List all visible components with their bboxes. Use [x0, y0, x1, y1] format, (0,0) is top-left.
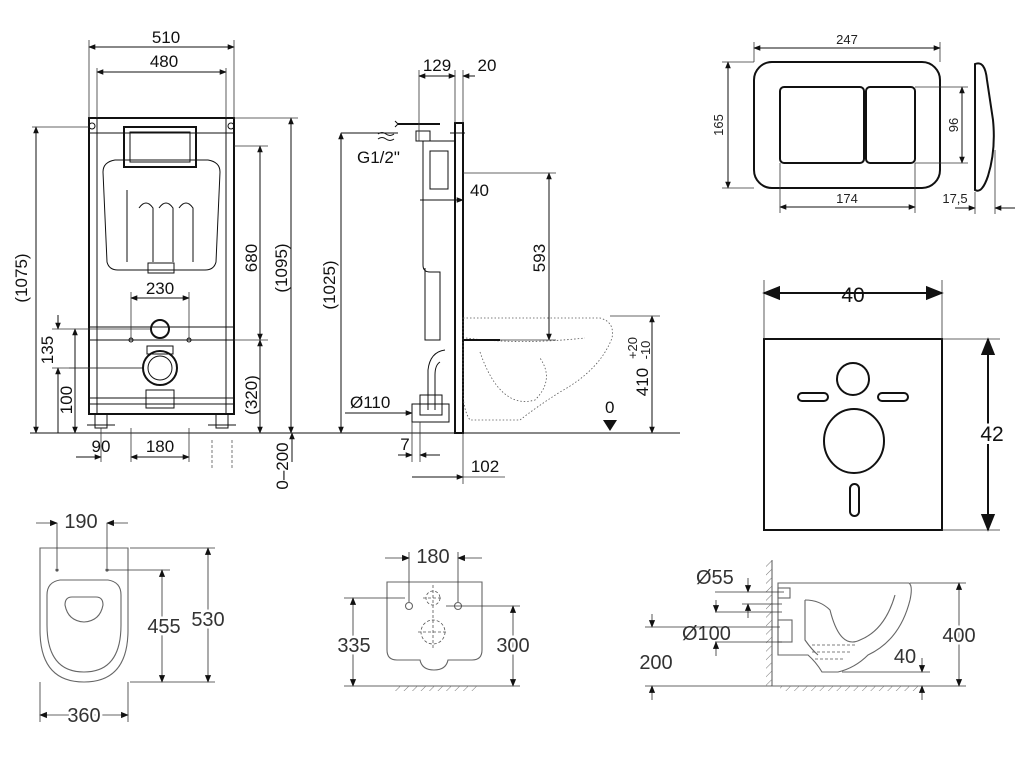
dim-480: 480: [150, 52, 178, 71]
dim-1075: (1075): [12, 253, 31, 302]
dim-1095: (1095): [272, 243, 291, 292]
dim-d100: Ø100: [682, 623, 731, 645]
dim-510: 510: [152, 28, 180, 47]
dim-129: 129: [423, 56, 451, 75]
frame-front-view: 510 480 (1075) 680 (1095) (320) 230: [12, 28, 680, 490]
dim-20: 20: [478, 56, 497, 75]
sound-pad-view: 40 42: [762, 280, 1007, 532]
bowl-side-view: Ø55 Ø100 200 400 40: [637, 560, 978, 700]
bowl-outline-side: [462, 317, 613, 421]
dim-360: 360: [67, 705, 100, 727]
dim-pad-42: 42: [980, 423, 1003, 446]
cistern-side: [419, 140, 456, 405]
dim-0-200: 0–200: [273, 442, 292, 489]
dim-190: 190: [64, 511, 97, 533]
dim-d55: Ø55: [696, 567, 734, 589]
flush-plate-profile: [974, 62, 995, 192]
dim-335: 335: [337, 635, 370, 657]
dim-90: 90: [92, 437, 111, 456]
flush-button-small: [865, 86, 916, 164]
bowl-back-outline: [386, 581, 483, 671]
dim-40-side: 40: [470, 181, 489, 200]
dim-d110: Ø110: [350, 393, 390, 412]
dim-247: 247: [836, 32, 858, 47]
bowl-back-view: 180 335 300: [335, 546, 532, 691]
dim-pad-40: 40: [841, 284, 864, 307]
drain-outlet: [142, 350, 178, 386]
dim-17-5: 17,5: [942, 191, 967, 206]
dim-230: 230: [146, 279, 174, 298]
dim-side-200: 200: [639, 652, 672, 674]
bowl-top-outline: [39, 547, 129, 683]
dim-455: 455: [147, 616, 180, 638]
dim-1025: (1025): [320, 260, 339, 309]
dim-174: 174: [836, 191, 858, 206]
dim-100: 100: [57, 386, 76, 414]
dim-7: 7: [400, 435, 409, 454]
dim-back-180: 180: [416, 546, 449, 568]
tol-minus: -10: [638, 341, 653, 360]
dim-410: 410: [633, 368, 652, 396]
flush-button-large: [779, 86, 865, 164]
sound-pad: [763, 338, 943, 531]
dim-593: 593: [530, 244, 549, 272]
dim-side-40: 40: [894, 646, 916, 668]
dim-135: 135: [38, 336, 57, 364]
flush-pipe: [150, 319, 170, 339]
inlet-label: G1/2": [357, 148, 400, 167]
bowl-top-view: 190 455 530 360: [36, 511, 227, 730]
flush-plate: [753, 61, 941, 189]
bowl-side-outline: [777, 582, 912, 673]
tol-plus: +20: [625, 337, 640, 359]
dim-680: 680: [242, 244, 261, 272]
dim-96: 96: [946, 118, 961, 132]
dim-320: (320): [242, 375, 261, 415]
flush-plate-view: 247 165 96 174 17,5: [711, 32, 1015, 214]
dim-side-400: 400: [942, 625, 975, 647]
cistern: [102, 159, 221, 271]
dim-165: 165: [711, 114, 726, 136]
dim-180: 180: [146, 437, 174, 456]
dim-102: 102: [471, 457, 499, 476]
frame-outline: [88, 117, 235, 415]
dim-530: 530: [191, 609, 224, 631]
frame-side-view: G1/2" 129 20 40 (1025) 593 410 +: [320, 56, 660, 484]
zero-level: 0: [605, 398, 614, 417]
dim-300: 300: [496, 635, 529, 657]
